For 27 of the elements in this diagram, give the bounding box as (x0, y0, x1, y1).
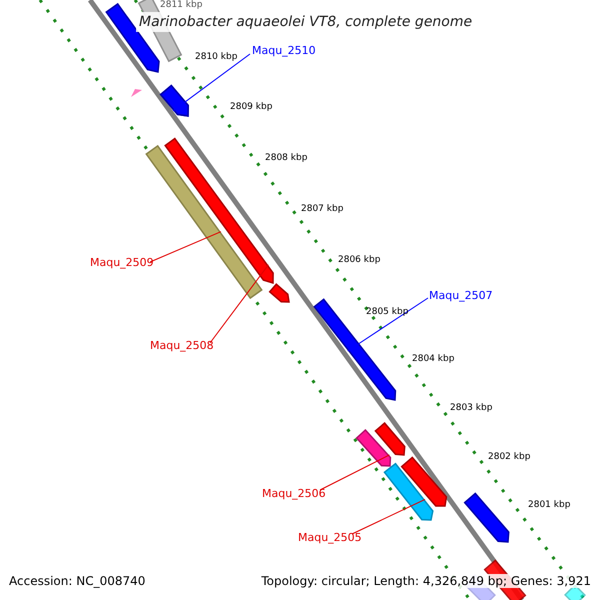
leader-line (347, 298, 428, 352)
scale-label: 2808 kbp (265, 153, 308, 163)
accession-text: Accession: NC_008740 (9, 574, 146, 588)
scale-label: 2802 kbp (488, 452, 530, 462)
gene-label: Maqu_2505 (298, 531, 362, 544)
scale-label: 2810 kbp (195, 52, 238, 62)
scale-label: 2807 kbp (301, 204, 344, 214)
gene-bar (356, 428, 392, 467)
gene-bar (383, 462, 434, 521)
scale-label: 2811 kbp (160, 0, 202, 10)
gene-label: Maqu_2507 (429, 289, 493, 302)
leader-line (352, 498, 426, 534)
scale-label: 2803 kbp (450, 403, 492, 413)
scale-label: 2801 kbp (528, 500, 570, 510)
gene-label: Maqu_2509 (90, 256, 154, 269)
gene-label: Maqu_2510 (252, 44, 316, 57)
gene-label: Maqu_2508 (150, 339, 214, 352)
leader-line (320, 454, 390, 490)
gene-label: Maqu_2506 (262, 487, 326, 500)
genome-info-text: Topology: circular; Length: 4,326,849 bp; Genes: 3,921 (261, 574, 591, 588)
leader-line (210, 264, 269, 344)
scale-label: 2805 kbp (366, 307, 408, 317)
scale-label: 2809 kbp (230, 102, 272, 112)
leader-line (172, 54, 250, 112)
scale-label: 2804 kbp (412, 354, 454, 364)
leader-line (150, 231, 222, 262)
scale-label: 2806 kbp (338, 255, 380, 265)
